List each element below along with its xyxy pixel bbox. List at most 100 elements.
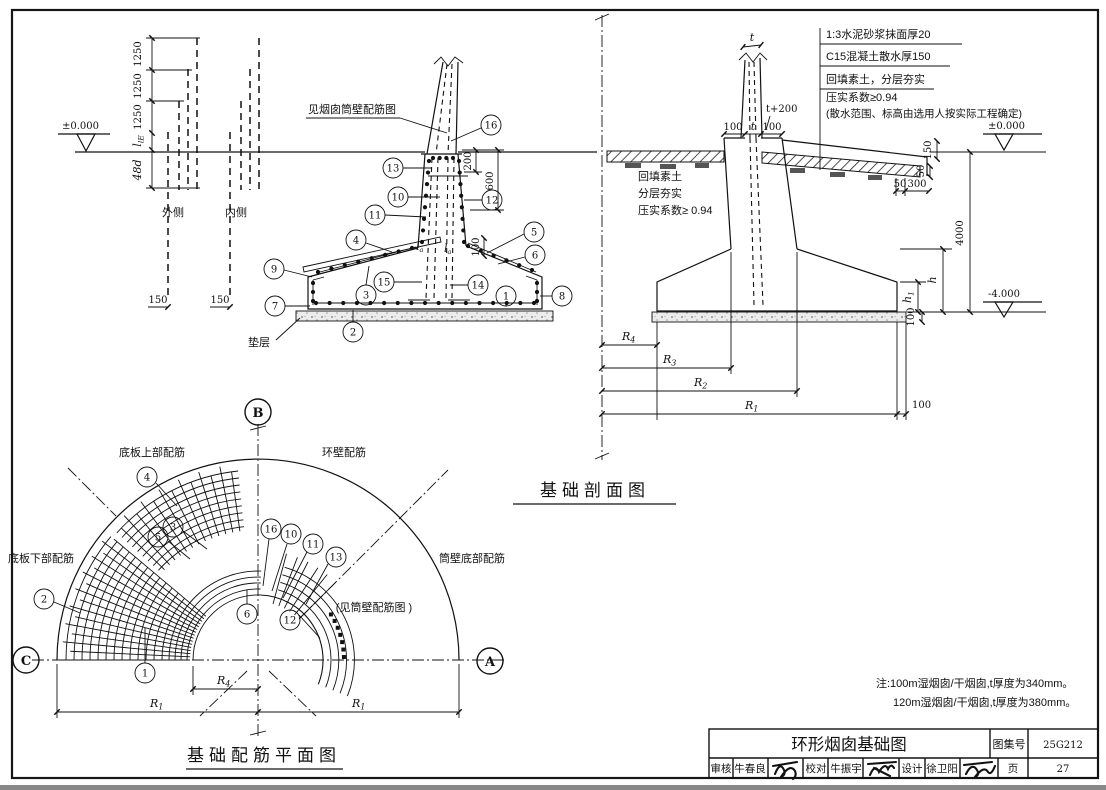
rebar-line	[425, 170, 431, 175]
rebar-line	[140, 501, 182, 556]
dim-la-right: la	[444, 242, 452, 256]
label-ring-wall-rebar: 环壁配筋	[322, 445, 366, 459]
svg-text:9: 9	[271, 265, 277, 276]
level-minus4: -4.000	[988, 289, 1020, 300]
rebar-line	[450, 300, 455, 306]
svg-text:6: 6	[532, 251, 538, 262]
page-border	[10, 8, 1100, 780]
label-see-shaft-drawing: (见筒壁配筋图 )	[336, 600, 412, 614]
rebar-line	[284, 566, 355, 697]
svg-text:10: 10	[285, 530, 298, 541]
svg-text:13: 13	[330, 553, 343, 564]
rebar-line	[86, 583, 197, 633]
callout-9: 9	[263, 258, 313, 280]
reviewer-label: 审核	[711, 762, 732, 775]
rebar-line	[174, 576, 261, 661]
fill-note-1: 回填素土	[638, 169, 682, 183]
checker-name: 牛振宇	[830, 762, 862, 775]
rebar-line	[383, 252, 388, 257]
rebar-line	[465, 243, 471, 249]
rebar-line	[422, 300, 428, 306]
atlas-no-value: 25G212	[1043, 740, 1083, 751]
reviewer-signature	[771, 760, 799, 781]
dim-t: t	[750, 31, 755, 44]
rebar-line	[456, 158, 462, 164]
dim-R4: R4	[621, 330, 635, 345]
dim-100-cushion: 100	[906, 307, 917, 326]
dim-150-inner: 150	[210, 295, 229, 306]
plan-callout-11: 11	[282, 533, 324, 599]
rebar-line	[534, 280, 540, 286]
rebar-line	[450, 155, 456, 161]
rebar-line	[91, 555, 201, 625]
rebar-line	[420, 228, 426, 233]
rebar-line	[283, 561, 309, 609]
dim-150-apron: 150	[923, 140, 934, 159]
rebar-line	[459, 205, 464, 210]
rebar-line	[121, 527, 165, 571]
dim-100-left: 100	[723, 122, 742, 133]
spec-note-3: 回填素土，分层夯实	[826, 72, 925, 86]
rebar-line	[93, 567, 199, 628]
rebar-line	[101, 540, 205, 620]
drawing-title: 环形烟囱基础图	[791, 735, 907, 754]
plan-callout-3: 3	[162, 516, 208, 550]
plan-callout-10: 10	[271, 523, 302, 592]
level-zero-right: ±0.000	[988, 121, 1025, 132]
svg-text:11: 11	[369, 211, 382, 222]
dim-R3: R3	[662, 353, 676, 368]
rebar-line	[161, 598, 185, 661]
rebar-line	[382, 300, 387, 306]
rebar-line	[75, 588, 195, 636]
svg-text:13: 13	[387, 164, 400, 175]
rebar-line	[341, 300, 346, 306]
rebar-line	[421, 216, 427, 221]
checker-label: 校对	[806, 762, 827, 775]
rebar-line	[409, 245, 415, 251]
svg-text:1: 1	[142, 669, 148, 680]
rebar-line	[65, 536, 112, 661]
page-no: 27	[1057, 764, 1070, 775]
rebar-line	[153, 592, 179, 661]
rebar-line	[177, 479, 206, 542]
rebar-line	[534, 289, 540, 295]
dim-lle: llE	[131, 135, 146, 147]
plan-callout-5: 5	[147, 526, 191, 560]
dim-150-outer: 150	[148, 295, 167, 306]
callout-14: 14	[450, 274, 489, 296]
dim-600: 600	[485, 171, 496, 190]
rebar-line	[341, 654, 346, 659]
plan-callout-4: 4	[136, 466, 178, 507]
dim-4000: 4000	[955, 220, 966, 245]
designer-name: 徐卫阳	[926, 762, 958, 775]
level-zero-left: ±0.000	[62, 121, 99, 132]
dim-300-step: 300	[907, 179, 926, 190]
rebar-line	[168, 570, 262, 661]
rebar-line	[129, 577, 161, 661]
callout-8: 8	[540, 285, 573, 307]
svg-text:B: B	[253, 406, 264, 421]
rebar-line	[136, 513, 176, 561]
rebar-line	[280, 581, 340, 691]
rebar-line	[395, 300, 400, 306]
svg-text:4: 4	[353, 236, 359, 247]
label-slab-bottom-rebar: 底板下部配筋	[8, 551, 74, 565]
svg-text:7: 7	[272, 302, 278, 313]
callout-2: 2	[342, 310, 364, 343]
dim-1250-3: 1250	[133, 104, 144, 129]
level-symbol	[76, 133, 96, 153]
rebar-line	[460, 216, 465, 221]
rebar-line	[310, 298, 316, 304]
plan-callout-1: 1	[134, 628, 156, 684]
rebar-line	[277, 589, 332, 688]
axis-b: B	[244, 398, 272, 426]
dim-h1: h1	[901, 291, 916, 303]
dim-R1: R1	[744, 399, 758, 414]
svg-text:6: 6	[244, 610, 250, 621]
plan-dim-R1-right: R1	[351, 697, 365, 712]
callout-3: 3	[355, 265, 377, 306]
figure-anchorage-detail: 1250 1250 1250 llE 48d ±0.000 外侧 内侧 150 …	[58, 34, 597, 311]
rebar-line	[121, 572, 155, 661]
rebar-line	[422, 205, 428, 210]
